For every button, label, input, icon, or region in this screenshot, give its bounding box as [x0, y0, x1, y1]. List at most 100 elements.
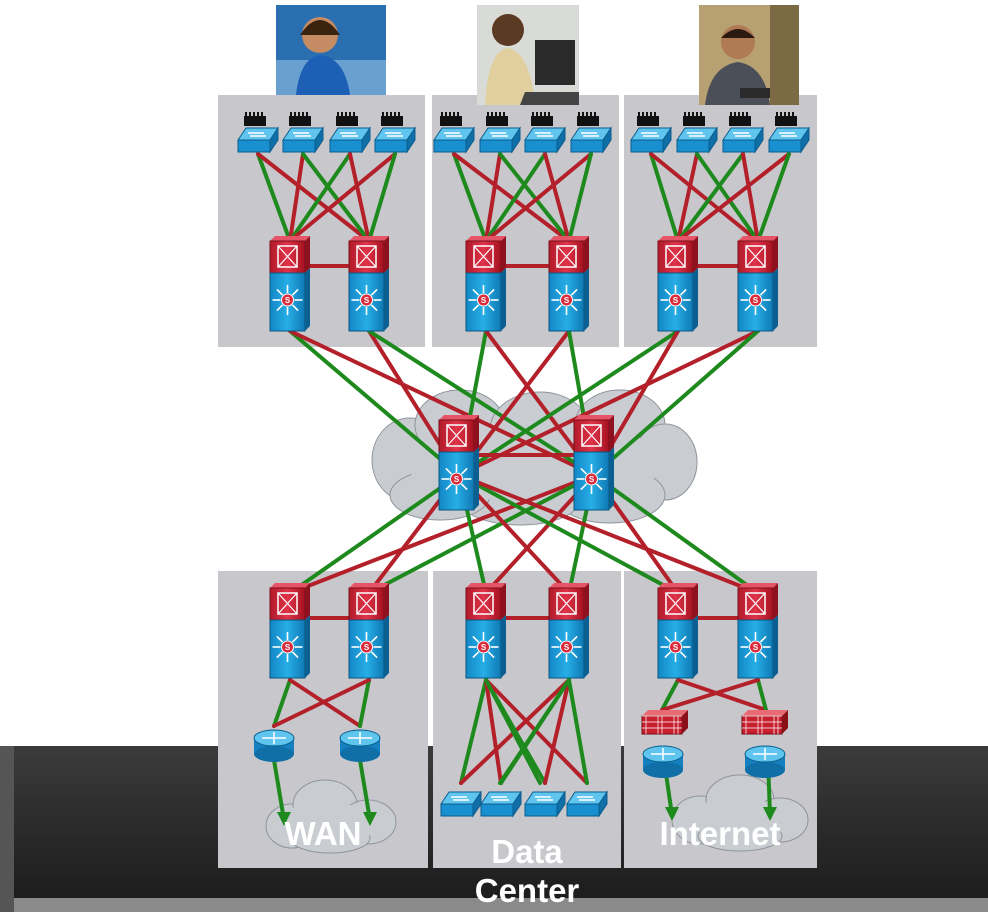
access-switch-icon	[479, 112, 521, 154]
svg-text:S: S	[481, 296, 487, 305]
link	[367, 152, 397, 243]
access-switch-icon	[374, 112, 416, 154]
distribution-switch-icon: S	[548, 583, 589, 679]
link	[592, 329, 760, 477]
link	[288, 473, 596, 595]
link	[543, 678, 571, 785]
core-switch-icon: S	[438, 415, 479, 511]
link	[676, 152, 745, 243]
svg-text:S: S	[673, 296, 679, 305]
distribution-switch-icon: S	[657, 583, 698, 679]
svg-text:S: S	[364, 643, 370, 652]
link	[660, 678, 760, 712]
internet-router-icon	[642, 745, 684, 778]
distribution-switch-icon: S	[269, 583, 310, 679]
svg-text:S: S	[285, 643, 291, 652]
distribution-switch-icon: S	[657, 236, 698, 332]
svg-text:S: S	[564, 643, 570, 652]
data-center-switch-icon	[440, 790, 482, 818]
svg-text:S: S	[454, 475, 460, 484]
svg-text:S: S	[564, 296, 570, 305]
distribution-switch-icon: S	[269, 236, 310, 332]
link	[367, 329, 596, 477]
link	[457, 329, 680, 477]
access-switch-icon	[676, 112, 718, 154]
link	[358, 678, 371, 728]
data-center-switch-icon	[566, 790, 608, 818]
link	[498, 678, 571, 785]
access-switch-icon	[570, 112, 612, 154]
arrow-head	[277, 812, 291, 826]
distribution-switch-icon: S	[348, 236, 389, 332]
svg-text:S: S	[753, 296, 759, 305]
data-center-label-line2: Center	[475, 872, 580, 909]
wan-router-icon	[253, 729, 295, 762]
link	[567, 678, 589, 785]
distribution-switch-icon: S	[737, 236, 778, 332]
network-devices: S S S S S S S S S S S S S S	[237, 112, 810, 818]
link	[484, 152, 547, 243]
svg-text:S: S	[753, 643, 759, 652]
link	[649, 152, 680, 243]
link	[367, 473, 596, 595]
access-switch-icon	[237, 112, 279, 154]
link	[676, 678, 768, 712]
internet-label: Internet	[659, 815, 780, 852]
distribution-switch-icon: S	[548, 236, 589, 332]
arrow-head	[763, 807, 777, 821]
link	[484, 152, 502, 243]
link	[457, 329, 760, 477]
wan-router-icon	[339, 729, 381, 762]
link	[288, 329, 596, 477]
link	[256, 152, 371, 243]
link	[301, 152, 371, 243]
svg-text:S: S	[285, 296, 291, 305]
distribution-switch-icon: S	[348, 583, 389, 679]
link	[256, 152, 292, 243]
firewall-icon	[741, 710, 788, 735]
link	[288, 152, 305, 243]
user-headset-photo	[276, 5, 386, 95]
arrow-head	[363, 812, 377, 826]
core-switch-icon: S	[573, 415, 614, 511]
svg-text:S: S	[673, 643, 679, 652]
svg-text:S: S	[589, 475, 595, 484]
access-switch-icon	[630, 112, 672, 154]
data-center-label-line1: Data	[491, 833, 563, 870]
arrow-head	[665, 807, 679, 821]
link	[452, 152, 571, 243]
access-switch-icon	[768, 112, 810, 154]
link	[649, 152, 760, 243]
firewall-icon	[641, 710, 688, 735]
link	[676, 152, 791, 243]
link	[592, 473, 760, 595]
link	[756, 678, 768, 712]
link	[288, 152, 352, 243]
user-phone-photo	[699, 5, 799, 105]
access-switch-icon	[282, 112, 324, 154]
link	[288, 152, 397, 243]
distribution-switch-icon: S	[737, 583, 778, 679]
link	[676, 152, 699, 243]
wan-label: WAN	[285, 815, 362, 852]
link	[452, 152, 488, 243]
link	[484, 152, 593, 243]
internet-router-icon	[744, 745, 786, 778]
link	[272, 678, 292, 728]
link	[288, 473, 461, 595]
network-links	[256, 152, 791, 826]
link	[695, 152, 760, 243]
distribution-switch-icon: S	[465, 583, 506, 679]
link	[457, 473, 760, 595]
svg-text:S: S	[364, 296, 370, 305]
link	[756, 152, 791, 243]
access-switch-icon	[329, 112, 371, 154]
link	[459, 678, 488, 785]
data-center-switch-icon	[480, 790, 522, 818]
data-center-switch-icon	[524, 790, 566, 818]
link	[660, 678, 680, 712]
link	[741, 152, 760, 243]
access-switch-icon	[722, 112, 764, 154]
link	[288, 329, 461, 477]
